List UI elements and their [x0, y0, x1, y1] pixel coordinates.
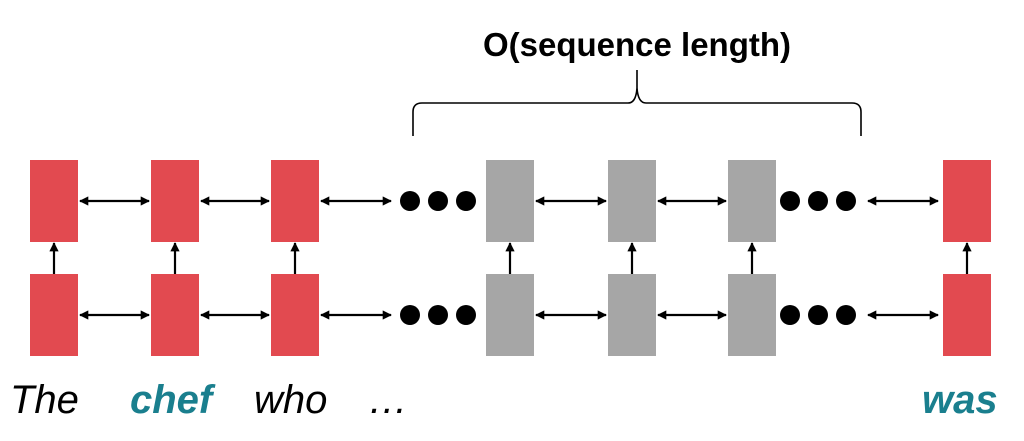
word-who: who: [254, 378, 327, 422]
rnn-cell-lower-1: [151, 274, 199, 356]
word-the: The: [10, 378, 79, 422]
rnn-cell-lower-8: [943, 274, 991, 356]
ellipsis-dot: [780, 305, 800, 325]
ellipsis-dots: [400, 191, 856, 325]
word-ellipsis: …: [368, 378, 408, 422]
ellipsis-dot: [428, 305, 448, 325]
ellipsis-dot: [456, 191, 476, 211]
ellipsis-dot: [808, 191, 828, 211]
rnn-cell-lower-5: [608, 274, 656, 356]
rnn-cell-upper-0: [30, 160, 78, 242]
rnn-cell-upper-8: [943, 160, 991, 242]
rnn-cell-lower-6: [728, 274, 776, 356]
ellipsis-dot: [400, 191, 420, 211]
word-was: was: [922, 378, 998, 422]
rnn-cell-upper-6: [728, 160, 776, 242]
rnn-cell-lower-4: [486, 274, 534, 356]
ellipsis-dot: [428, 191, 448, 211]
ellipsis-dot: [780, 191, 800, 211]
ellipsis-dot: [456, 305, 476, 325]
complexity-title: O(sequence length): [483, 26, 791, 63]
cell-grid: [30, 160, 991, 356]
ellipsis-dot: [836, 305, 856, 325]
curly-brace: [412, 70, 862, 136]
ellipsis-dot: [400, 305, 420, 325]
rnn-cell-lower-0: [30, 274, 78, 356]
ellipsis-dot: [836, 191, 856, 211]
word-chef: chef: [130, 378, 216, 422]
rnn-cell-upper-5: [608, 160, 656, 242]
arrow-group: [49, 196, 972, 320]
ellipsis-dot: [808, 305, 828, 325]
rnn-cell-upper-1: [151, 160, 199, 242]
rnn-cell-upper-2: [271, 160, 319, 242]
rnn-cell-upper-4: [486, 160, 534, 242]
rnn-cell-lower-2: [271, 274, 319, 356]
